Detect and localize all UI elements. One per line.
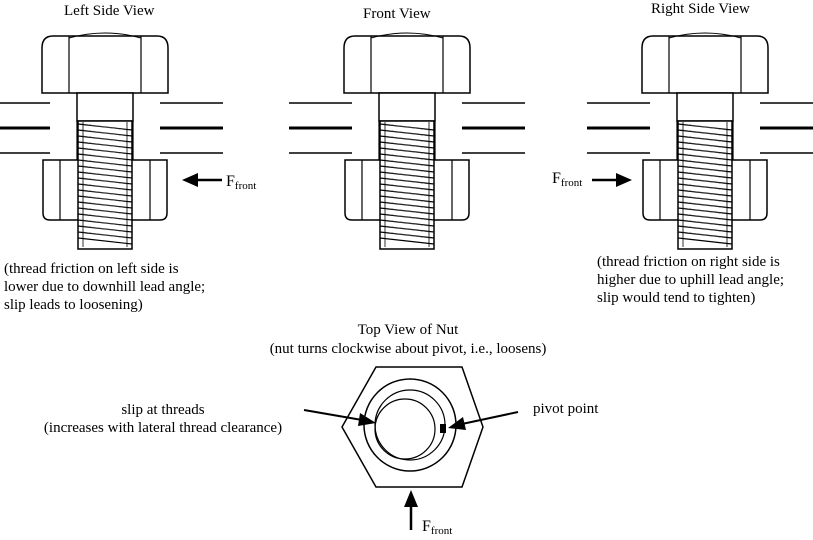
right-force-label: Ffront xyxy=(552,170,582,192)
right-note-line: higher due to uphill lead angle; xyxy=(597,272,785,288)
left-force-label: Ffront xyxy=(226,173,256,195)
pivot-point-marker xyxy=(440,424,446,433)
bottom-force-label: Ffront xyxy=(422,518,452,540)
left-bolt-assembly xyxy=(0,31,225,251)
front-bolt-assembly xyxy=(287,31,527,251)
front-view-title: Front View xyxy=(363,6,431,22)
right-force-arrow xyxy=(592,173,632,187)
force-subscript: front xyxy=(234,180,257,192)
force-symbol: F xyxy=(422,518,431,535)
top-view-title: Top View of Nut xyxy=(357,322,459,338)
left-note-line: slip leads to loosening) xyxy=(4,297,143,313)
right-note-line: slip would tend to tighten) xyxy=(597,290,756,306)
right-note-line: (thread friction on right side is xyxy=(597,254,780,270)
force-subscript: front xyxy=(560,177,583,189)
left-note: (thread friction on left side is lower d… xyxy=(4,260,205,314)
right-bolt-assembly xyxy=(585,31,813,251)
left-force-arrow xyxy=(182,173,222,187)
slip-label-line: (increases with lateral thread clearance… xyxy=(43,420,283,436)
slip-arrow xyxy=(303,409,376,426)
right-note: (thread friction on right side is higher… xyxy=(597,253,784,307)
top-view-nut xyxy=(341,366,484,488)
top-view-subtitle: (nut turns clockwise about pivot, i.e., … xyxy=(269,341,547,357)
left-note-line: lower due to downhill lead angle; xyxy=(4,279,206,295)
slip-label-line: slip at threads xyxy=(121,402,205,418)
pivot-arrow xyxy=(448,411,519,430)
right-view-title: Right Side View xyxy=(651,1,750,17)
force-subscript: front xyxy=(430,525,453,537)
bottom-force-arrow xyxy=(404,490,418,530)
force-symbol: F xyxy=(552,170,561,187)
force-symbol: F xyxy=(226,173,235,190)
pivot-label: pivot point xyxy=(533,401,599,417)
left-view-title: Left Side View xyxy=(64,3,155,19)
left-note-line: (thread friction on left side is xyxy=(4,261,179,277)
slip-label: slip at threads (increases with lateral … xyxy=(22,401,304,437)
